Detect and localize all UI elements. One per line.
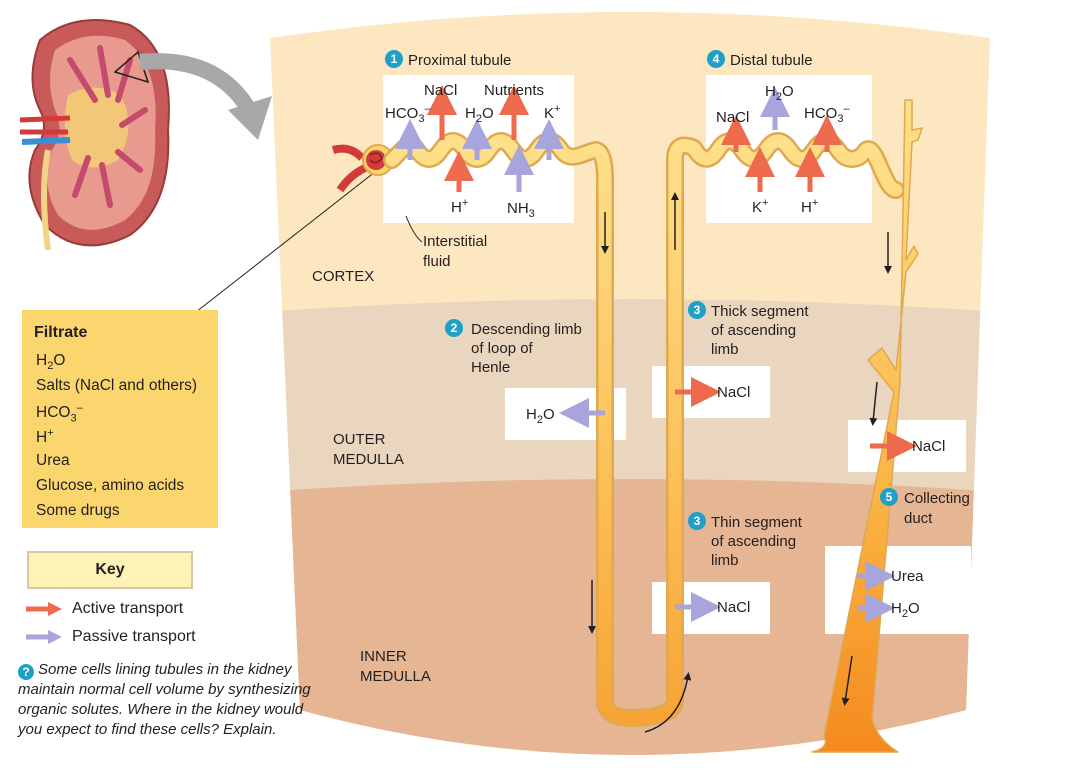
collecting-label-1: Collecting	[904, 490, 970, 507]
prox-nacl: NaCl	[424, 82, 457, 99]
filtrate-item: Urea	[36, 452, 70, 469]
interstitial-label-2: fluid	[423, 253, 451, 270]
badge-thin: 3	[694, 514, 701, 528]
prox-k: K	[544, 105, 554, 122]
passive-arrow-icon	[26, 630, 62, 644]
filtrate-item: Some drugs	[36, 502, 120, 519]
key-passive-row: Passive transport	[26, 628, 196, 646]
svg-text:Nutrients: Nutrients	[484, 82, 544, 99]
dist-hco3: HCO	[804, 105, 837, 122]
badge-collecting: 5	[886, 490, 893, 504]
dist-h2o: H	[765, 83, 776, 100]
descending-label-2: of loop of	[471, 340, 534, 357]
collecting-label-2: duct	[904, 510, 933, 527]
filtrate-box: Filtrate H2O Salts (NaCl and others) HCO3–…	[22, 310, 218, 528]
svg-text:NH3: NH3	[507, 200, 535, 220]
collecting-nacl: NaCl	[912, 438, 945, 455]
filtrate-item: HCO3–	[36, 402, 83, 425]
filtrate-item: H2O	[36, 352, 66, 373]
thick-label-1: Thick segment	[711, 303, 809, 320]
prox-h: H	[451, 199, 462, 216]
thin-label-1: Thin segment	[711, 514, 803, 531]
distal-label: Distal tubule	[730, 52, 813, 69]
question: ?Some cells lining tubules in the kidney…	[18, 660, 318, 740]
prox-nh3: NH	[507, 200, 529, 217]
svg-text:H2O: H2O	[526, 406, 555, 426]
filtrate-item: H+	[36, 427, 54, 447]
svg-text:H2O: H2O	[891, 600, 920, 620]
proximal-solutes: NaCl Nutrients HCO3– H2O K+ H+ NH3	[385, 82, 560, 220]
thin-label-3: limb	[711, 552, 739, 569]
svg-text:K+: K+	[544, 103, 560, 122]
proximal-transport-arrows	[395, 85, 564, 192]
svg-text:H2O: H2O	[765, 83, 794, 103]
svg-text:K+: K+	[752, 197, 768, 216]
svg-text:H+: H+	[451, 197, 468, 216]
thin-nacl: NaCl	[717, 599, 750, 616]
thick-label-3: limb	[711, 341, 739, 358]
interstitial-leader	[405, 215, 423, 243]
interstitial-label-1: Interstitial	[423, 233, 487, 250]
prox-hco3: HCO	[385, 105, 418, 122]
dist-h: H	[801, 199, 812, 216]
glomerulus	[331, 144, 394, 193]
key-active-row: Active transport	[26, 600, 183, 618]
dist-k: K	[752, 199, 762, 216]
thick-nacl: NaCl	[717, 384, 750, 401]
desc-h2o: H	[526, 406, 537, 423]
zoom-arrowhead	[228, 96, 272, 140]
zoom-arrow	[139, 53, 255, 113]
step-badges: 1 4 2 3 3 5	[385, 50, 898, 530]
thin-label-2: of ascending	[711, 533, 796, 550]
inner-medulla-label-2: MEDULLA	[360, 668, 431, 685]
prox-h2o: H	[465, 105, 476, 122]
prox-nutrients: Nutrients	[484, 82, 544, 99]
inner-medulla-label-1: INNER	[360, 648, 407, 665]
kidney-illustration	[19, 19, 170, 251]
svg-text:HCO3–: HCO3–	[804, 103, 850, 125]
thick-label-2: of ascending	[711, 322, 796, 339]
distal-solutes: H2O NaCl HCO3– K+ H+	[716, 83, 850, 216]
descending-label-3: Henle	[471, 359, 510, 376]
limb-transport-arrows	[559, 377, 917, 623]
collecting-urea: Urea	[891, 568, 924, 585]
key-title: Key	[27, 551, 193, 589]
question-icon: ?	[18, 664, 34, 680]
filtrate-item: Salts (NaCl and others)	[36, 377, 198, 394]
outer-medulla-label-2: MEDULLA	[333, 451, 404, 468]
outer-medulla-label-1: OUTER	[333, 431, 386, 448]
badge-descending: 2	[451, 321, 458, 335]
question-text: Some cells lining tubules in the kidney …	[18, 661, 311, 738]
distal-transport-arrows	[721, 87, 842, 192]
dist-nacl: NaCl	[716, 109, 749, 126]
badge-thick: 3	[694, 303, 701, 317]
cortex-label: CORTEX	[312, 268, 374, 285]
svg-text:H2O: H2O	[465, 105, 494, 125]
descending-label-1: Descending limb	[471, 321, 582, 338]
inner-medulla-region	[270, 479, 990, 755]
filtrate-leader-line	[195, 167, 381, 313]
active-arrow-icon	[26, 602, 62, 616]
key-active-label: Active transport	[72, 600, 184, 617]
filtrate-item: Glucose, amino acids	[36, 477, 185, 494]
flow-arrows	[588, 192, 892, 733]
collecting-h2o: H	[891, 600, 902, 617]
svg-text:HCO3–: HCO3–	[385, 103, 431, 125]
svg-text:H+: H+	[801, 197, 818, 216]
svg-text:NaCl: NaCl	[716, 109, 749, 126]
svg-text:NaCl: NaCl	[424, 82, 457, 99]
collecting-outer-box	[848, 420, 966, 472]
filtrate-title: Filtrate	[34, 324, 88, 341]
proximal-label: Proximal tubule	[408, 52, 511, 69]
badge-proximal: 1	[391, 52, 398, 66]
key-passive-label: Passive transport	[72, 628, 196, 645]
badge-distal: 4	[713, 52, 720, 66]
